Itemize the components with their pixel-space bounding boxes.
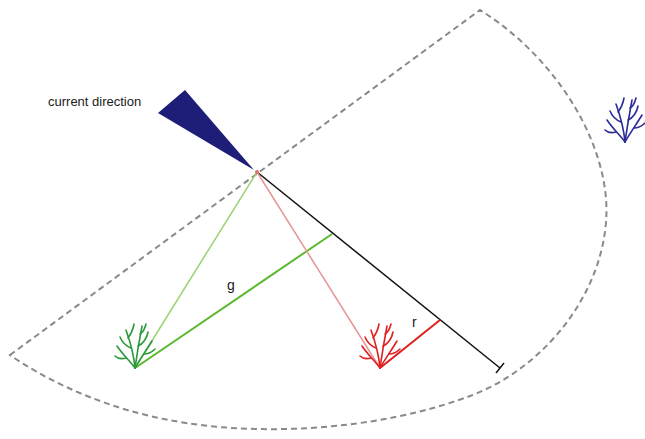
agent-point: [255, 170, 259, 174]
sensing-region: [10, 10, 606, 429]
distance-line: [135, 234, 332, 368]
direction-label: current direction: [48, 95, 141, 109]
sight-line: [135, 172, 257, 368]
axis-line: [257, 172, 500, 368]
distance-line: [380, 320, 440, 368]
distance-label: g: [227, 278, 235, 293]
blue-plant: [605, 98, 645, 142]
current-wedge: [158, 90, 254, 170]
axis-tick: [496, 363, 504, 373]
distance-label: r: [412, 315, 417, 330]
red-plant: [360, 324, 400, 368]
sight-line: [257, 172, 380, 368]
green-plant: [115, 324, 155, 368]
